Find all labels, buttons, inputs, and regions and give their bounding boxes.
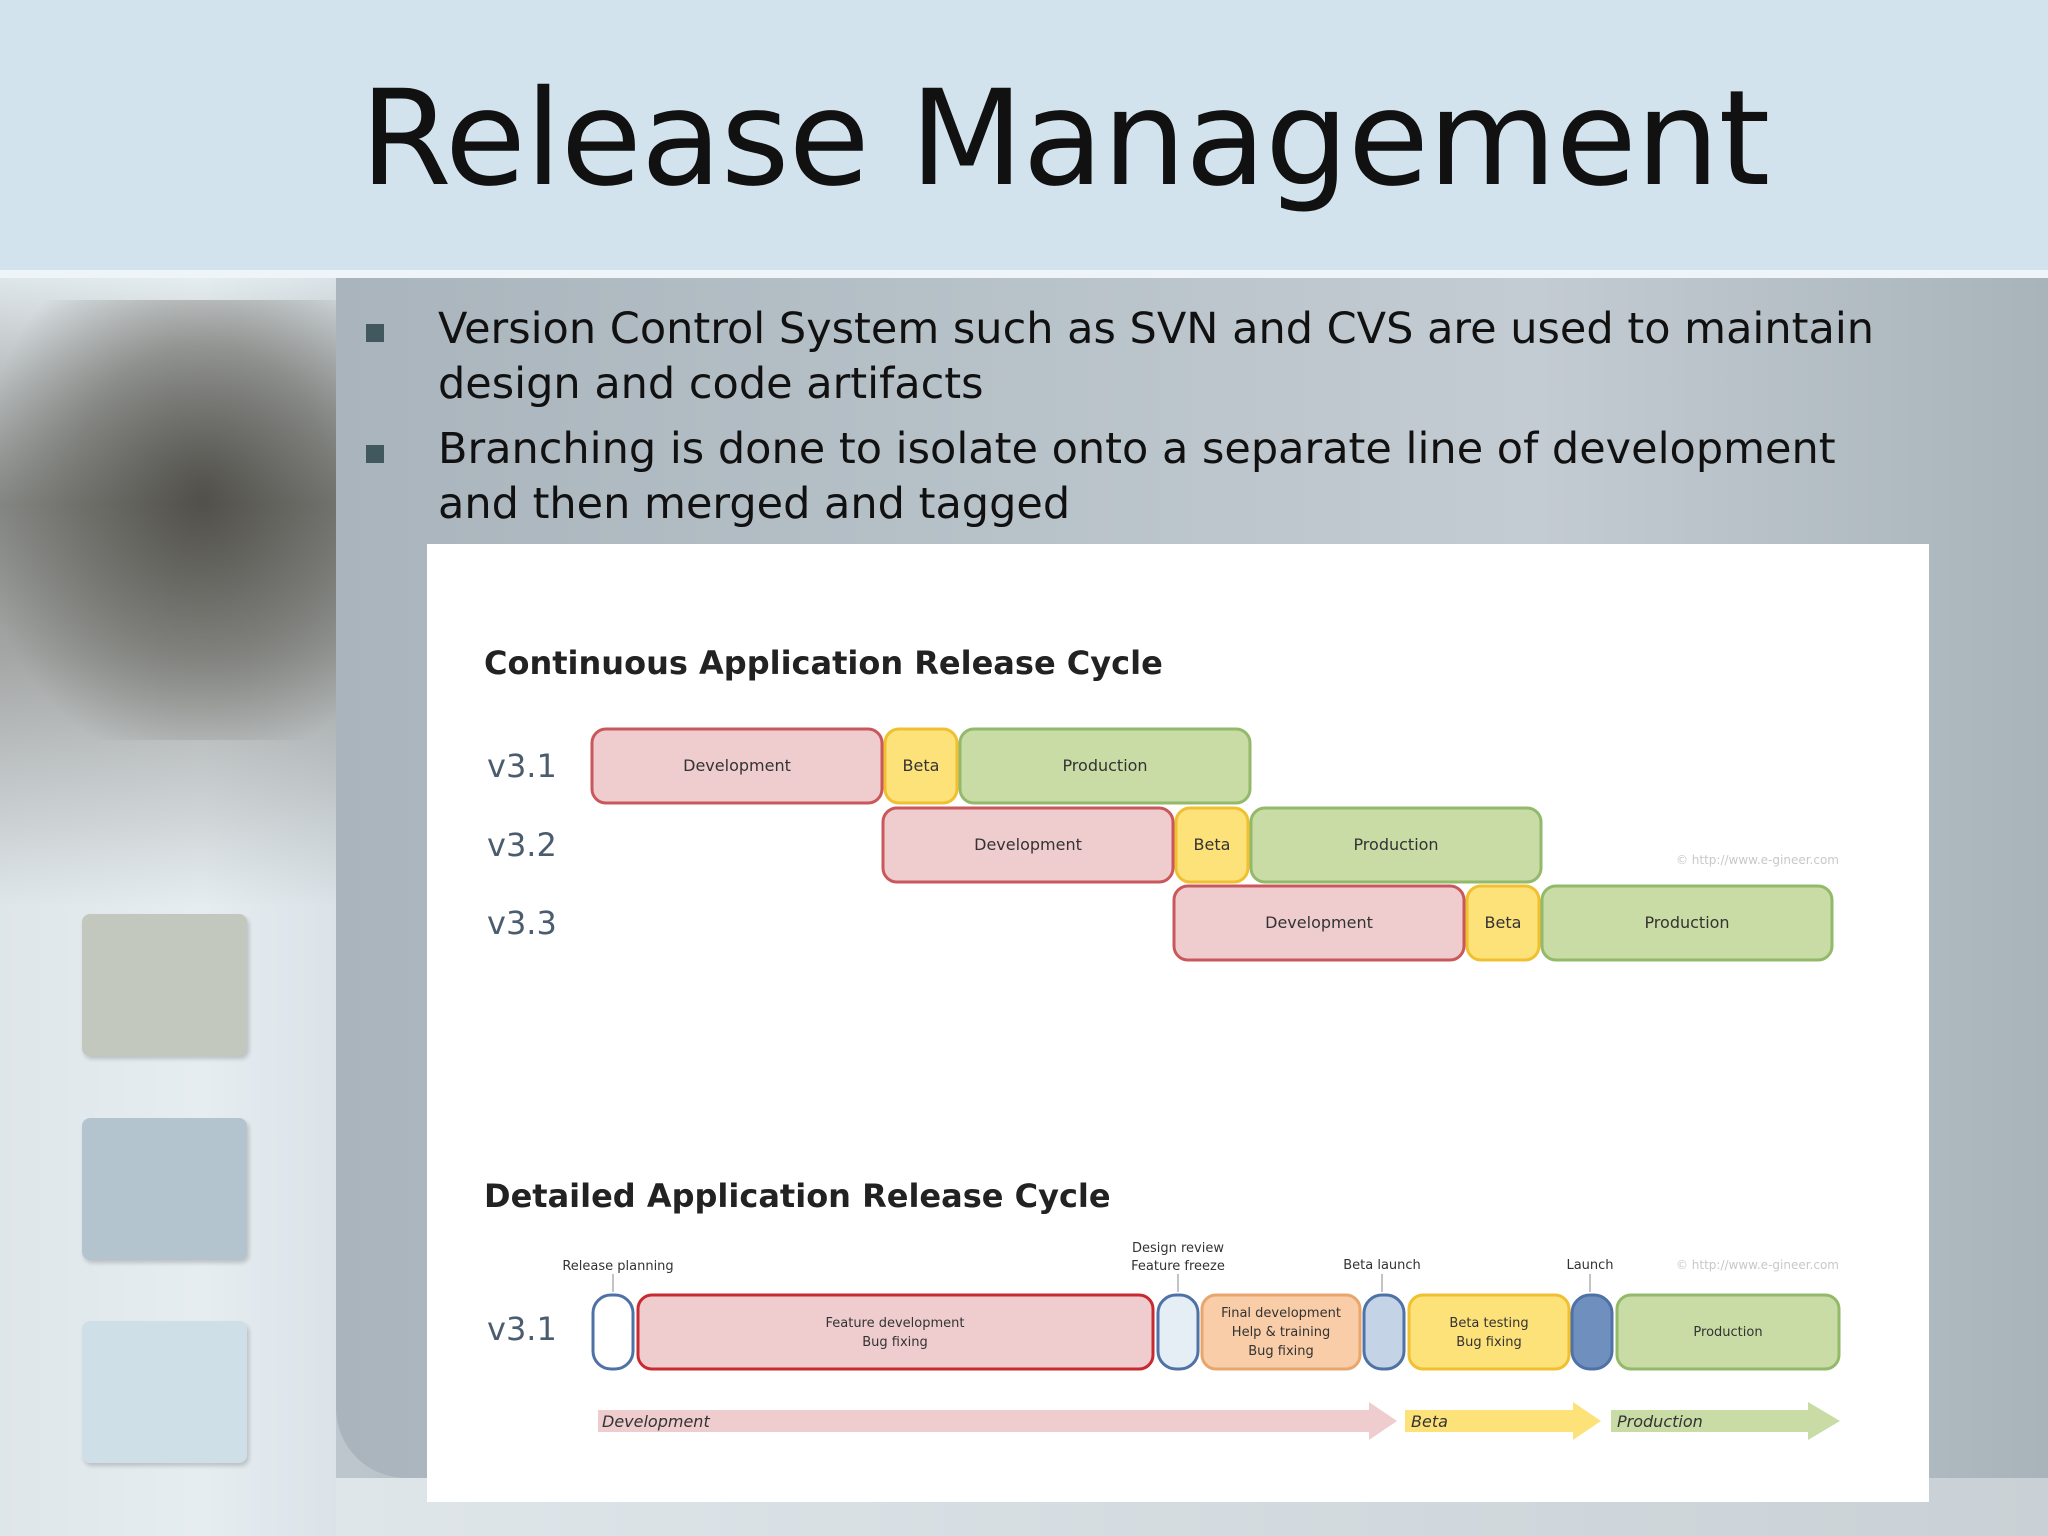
phase-development-label: Development — [1265, 913, 1373, 932]
block-final-development-line1: Final development — [1221, 1306, 1341, 1321]
decor-square-blue — [82, 1118, 247, 1260]
milestone-design-review — [1156, 1293, 1200, 1371]
phase-production-label: Production — [1644, 913, 1729, 932]
slide-header: Release Management — [0, 0, 2048, 278]
phase-production-label: Production — [1062, 756, 1147, 775]
arrow-development-label: Development — [602, 1412, 710, 1431]
arrow-beta — [1405, 1402, 1601, 1440]
detailed-cycle-title: Detailed Application Release Cycle — [484, 1177, 1111, 1215]
block-feature-development — [636, 1293, 1155, 1371]
slide-title: Release Management — [360, 62, 1770, 216]
continuous-cycle-title: Continuous Application Release Cycle — [484, 644, 1163, 682]
block-beta-testing-line2: Bug fixing — [1456, 1335, 1522, 1350]
milestone-launch-label: Launch — [1566, 1258, 1613, 1273]
block-production — [1615, 1293, 1841, 1371]
milestone-feature-freeze-label: Feature freeze — [1131, 1259, 1225, 1274]
milestone-design-review-label: Design review — [1132, 1241, 1224, 1256]
phase-beta-label: Beta — [903, 756, 940, 775]
milestone-release-planning-label: Release planning — [562, 1259, 673, 1274]
bullet-text-branching: Branching is done to isolate onto a sepa… — [438, 424, 1836, 529]
continuous-credit: © http://www.e-gineer.com — [1676, 853, 1839, 867]
block-feature-development-line1: Feature development — [825, 1316, 964, 1331]
phase-production-v3-3 — [1540, 884, 1834, 962]
left-decor-shadow — [0, 300, 336, 740]
version-label-v3-3: v3.3 — [487, 904, 557, 942]
arrow-beta-label: Beta — [1411, 1412, 1448, 1431]
decor-square-light-blue — [82, 1321, 247, 1463]
version-label-v3-2: v3.2 — [487, 826, 557, 864]
release-cycle-diagram: Continuous Application Release Cycle v3.… — [427, 544, 1929, 1502]
arrow-development — [598, 1402, 1397, 1440]
block-final-development-line3: Bug fixing — [1248, 1344, 1314, 1359]
block-beta-testing-line1: Beta testing — [1449, 1316, 1528, 1331]
phase-beta-v3-2 — [1174, 806, 1250, 884]
phase-development-label: Development — [974, 835, 1082, 854]
version-label-v3-1: v3.1 — [487, 747, 557, 785]
phase-beta-label: Beta — [1485, 913, 1522, 932]
bullet-text-version-control: Version Control System such as SVN and C… — [438, 304, 1875, 409]
phase-beta-label: Beta — [1194, 835, 1231, 854]
phase-production-v3-1 — [958, 727, 1252, 805]
block-feature-development-line2: Bug fixing — [862, 1335, 928, 1350]
milestone-release-planning — [591, 1293, 635, 1371]
version-label-v3-1-detailed: v3.1 — [487, 1310, 557, 1348]
bullet-marker — [366, 324, 384, 342]
block-beta-testing — [1407, 1293, 1571, 1371]
bullet-marker — [366, 445, 384, 463]
phase-beta-v3-3 — [1465, 884, 1541, 962]
decor-square-green — [82, 914, 247, 1056]
milestone-beta-launch-label: Beta launch — [1343, 1258, 1421, 1273]
phase-development-label: Development — [683, 756, 791, 775]
milestone-beta-launch — [1362, 1293, 1406, 1371]
block-final-development — [1200, 1293, 1362, 1371]
block-production-label: Production — [1693, 1325, 1762, 1340]
arrow-production — [1611, 1402, 1840, 1440]
phase-development-v3-1 — [590, 727, 884, 805]
phase-production-v3-2 — [1249, 806, 1543, 884]
phase-beta-v3-1 — [883, 727, 959, 805]
detailed-credit: © http://www.e-gineer.com — [1676, 1258, 1839, 1272]
phase-development-v3-3 — [1172, 884, 1466, 962]
phase-production-label: Production — [1353, 835, 1438, 854]
arrow-production-label: Production — [1617, 1412, 1703, 1431]
milestone-launch — [1570, 1293, 1614, 1371]
phase-development-v3-2 — [881, 806, 1175, 884]
block-final-development-line2: Help & training — [1232, 1325, 1330, 1340]
